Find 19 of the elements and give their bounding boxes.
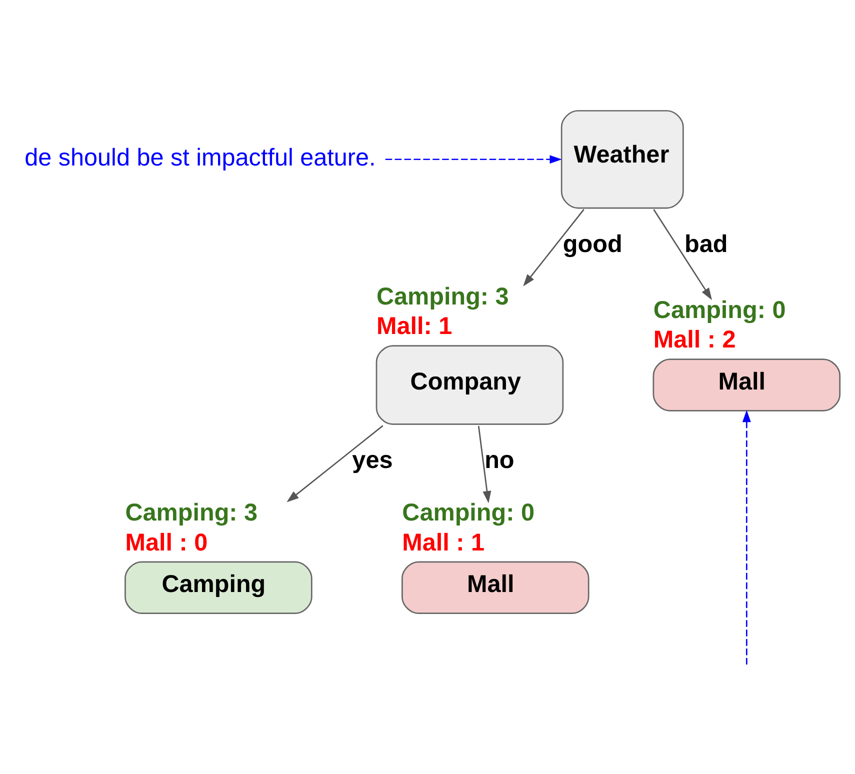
arrow: [385, 154, 562, 164]
edge-label: good: [562, 230, 622, 258]
arrow: [478, 425, 492, 503]
node-label: Mall : 1: [402, 528, 485, 556]
node-label: Camping: 0: [402, 499, 534, 526]
edge-label: bad: [684, 230, 728, 258]
arrow: [286, 424, 384, 502]
arrow: [523, 208, 584, 286]
edge-label: no: [484, 446, 514, 474]
node-label: Camping: 3: [125, 499, 258, 526]
node-label: Mall : 0: [125, 528, 208, 556]
node-text: de should be st impactful eature.: [24, 144, 376, 171]
arrow: [742, 410, 751, 664]
edge-label: yes: [352, 446, 393, 474]
node-label: Mall: 1: [376, 312, 452, 340]
node-label: Mall : 2: [653, 326, 736, 354]
arrow: [653, 208, 712, 300]
node-label: Camping: 3: [376, 282, 509, 310]
node-label: Camping: 0: [653, 296, 786, 324]
